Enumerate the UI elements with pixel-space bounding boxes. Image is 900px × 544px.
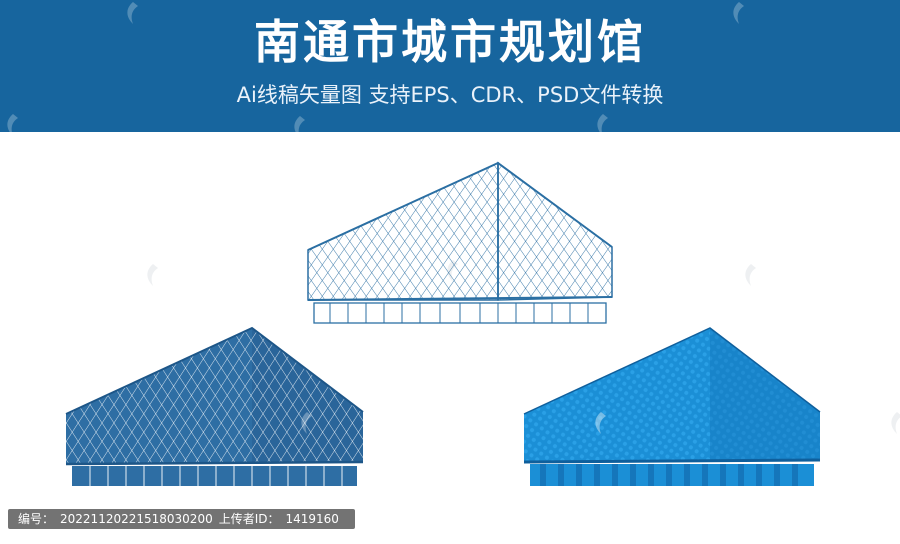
watermark-icon [745, 264, 756, 286]
uploader-value: 1419160 [285, 512, 339, 526]
watermark-icon [301, 412, 312, 434]
watermark-icon [733, 2, 744, 24]
footer-info-bar: 编号： 20221120221518030200 上传者ID： 1419160 [8, 509, 355, 529]
id-value: 20221120221518030200 [60, 512, 213, 526]
watermark-icon [147, 264, 158, 286]
watermark-icon [597, 114, 608, 136]
watermark-icon [891, 412, 900, 434]
building-solid-right [523, 327, 821, 486]
header-banner: 南通市城市规划馆 Ai线稿矢量图 支持EPS、CDR、PSD文件转换 [0, 0, 900, 138]
watermark-icon [595, 412, 606, 434]
page-subtitle: Ai线稿矢量图 支持EPS、CDR、PSD文件转换 [236, 83, 664, 107]
watermark-icon [127, 2, 138, 24]
building-outline-top [307, 161, 613, 324]
uploader-label: 上传者ID： [218, 512, 280, 526]
watermark-icon [7, 114, 18, 136]
watermark-icon [447, 260, 458, 282]
id-label: 编号： [18, 512, 55, 526]
watermark-icon [294, 116, 305, 138]
building-blueprint-left [65, 326, 364, 486]
page-title: 南通市城市规划馆 [254, 15, 646, 69]
